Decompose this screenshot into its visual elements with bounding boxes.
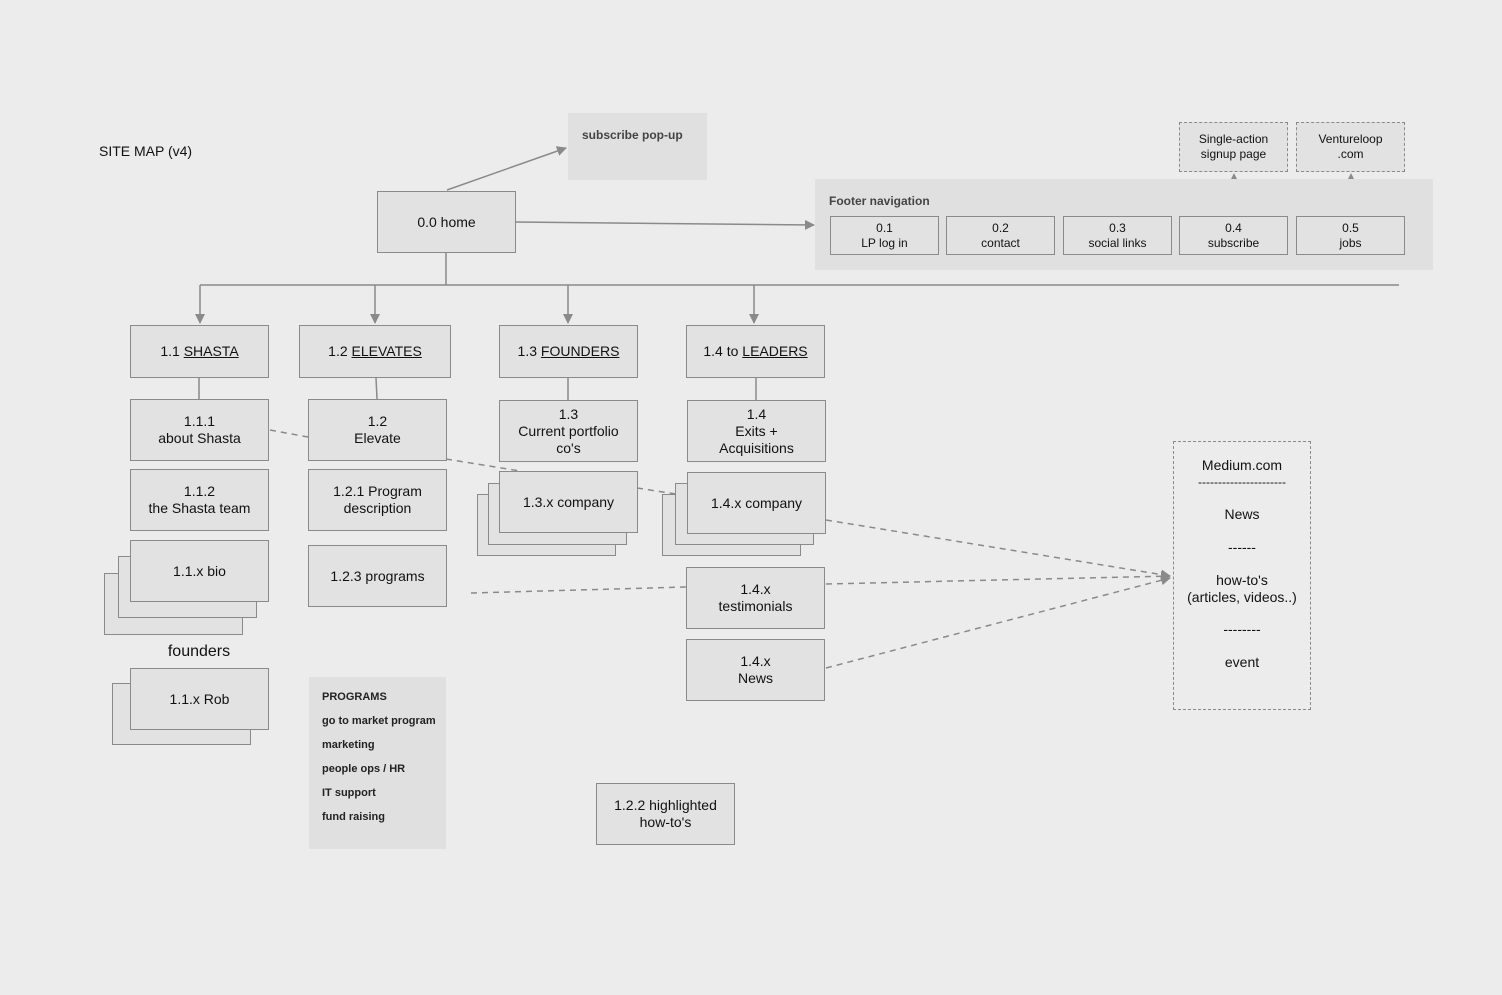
medium-howtos: how-to's (articles, videos..) xyxy=(1187,572,1297,605)
section-leaders-name: LEADERS xyxy=(742,343,808,359)
program-item-people-ops: people ops / HR xyxy=(322,763,406,775)
medium-node[interactable]: Medium.com ---------------------- News -… xyxy=(1173,441,1311,710)
testimonials-node[interactable]: 1.4.x testimonials xyxy=(686,567,825,629)
bio-node[interactable]: 1.1.x bio xyxy=(130,540,269,602)
exits-acquisitions-node[interactable]: 1.4 Exits + Acquisitions xyxy=(687,400,826,462)
section-founders-name: FOUNDERS xyxy=(540,343,620,359)
medium-title: Medium.com xyxy=(1201,457,1283,473)
medium-separator-2: ------ xyxy=(1228,539,1256,555)
section-shasta[interactable]: 1.1 SHASTA xyxy=(130,325,269,378)
home-node[interactable]: 0.0 home xyxy=(377,191,516,253)
section-elevates[interactable]: 1.2 ELEVATES xyxy=(299,325,451,378)
shasta-team-node[interactable]: 1.1.2 the Shasta team xyxy=(130,469,269,531)
program-description-node[interactable]: 1.2.1 Program description xyxy=(308,469,447,531)
footer-item-jobs[interactable]: 0.5 jobs xyxy=(1296,216,1405,255)
programs-heading: PROGRAMS xyxy=(322,691,387,703)
program-item-fund-raising: fund raising xyxy=(322,811,385,823)
current-portfolio-node[interactable]: 1.3 Current portfolio co's xyxy=(499,400,638,462)
elevate-node[interactable]: 1.2 Elevate xyxy=(308,399,447,461)
ventureloop-node[interactable]: Ventureloop .com xyxy=(1296,122,1405,172)
section-shasta-name: SHASTA xyxy=(183,343,239,359)
section-founders[interactable]: 1.3 FOUNDERS xyxy=(499,325,638,378)
rob-node[interactable]: 1.1.x Rob xyxy=(130,668,269,730)
highlighted-howtos-node[interactable]: 1.2.2 highlighted how-to's xyxy=(596,783,735,845)
section-elevates-name: ELEVATES xyxy=(351,343,422,359)
medium-separator-1: ---------------------- xyxy=(1198,475,1286,489)
portfolio-company-node[interactable]: 1.3.x company xyxy=(499,471,638,533)
section-elevates-prefix: 1.2 xyxy=(328,343,352,359)
subscribe-popup-label: subscribe pop-up xyxy=(582,128,683,142)
footer-item-social-links[interactable]: 0.3 social links xyxy=(1063,216,1172,255)
founders-label: founders xyxy=(167,643,231,660)
programs-node[interactable]: 1.2.3 programs xyxy=(308,545,447,607)
signup-page-node[interactable]: Single-action signup page xyxy=(1179,122,1288,172)
program-item-go-to-market: go to market program xyxy=(322,715,436,727)
page-title: SITE MAP (v4) xyxy=(99,143,193,159)
leaders-company-node[interactable]: 1.4.x company xyxy=(687,472,826,534)
footer-item-subscribe[interactable]: 0.4 subscribe xyxy=(1179,216,1288,255)
section-leaders-prefix: 1.4 to xyxy=(703,343,743,359)
section-founders-prefix: 1.3 xyxy=(517,343,541,359)
medium-separator-3: -------- xyxy=(1223,621,1261,637)
section-shasta-prefix: 1.1 xyxy=(160,343,184,359)
program-item-it-support: IT support xyxy=(322,787,376,799)
program-item-marketing: marketing xyxy=(322,739,375,751)
about-shasta-node[interactable]: 1.1.1 about Shasta xyxy=(130,399,269,461)
footer-item-lp-login[interactable]: 0.1 LP log in xyxy=(830,216,939,255)
medium-event: event xyxy=(1224,654,1260,670)
section-leaders[interactable]: 1.4 to LEADERS xyxy=(686,325,825,378)
news-node[interactable]: 1.4.x News xyxy=(686,639,825,701)
programs-list-panel: PROGRAMS go to market program marketing … xyxy=(309,677,446,849)
subscribe-popup[interactable] xyxy=(568,113,707,180)
medium-news: News xyxy=(1224,506,1260,522)
footer-item-contact[interactable]: 0.2 contact xyxy=(946,216,1055,255)
footer-navigation-title: Footer navigation xyxy=(829,194,930,208)
